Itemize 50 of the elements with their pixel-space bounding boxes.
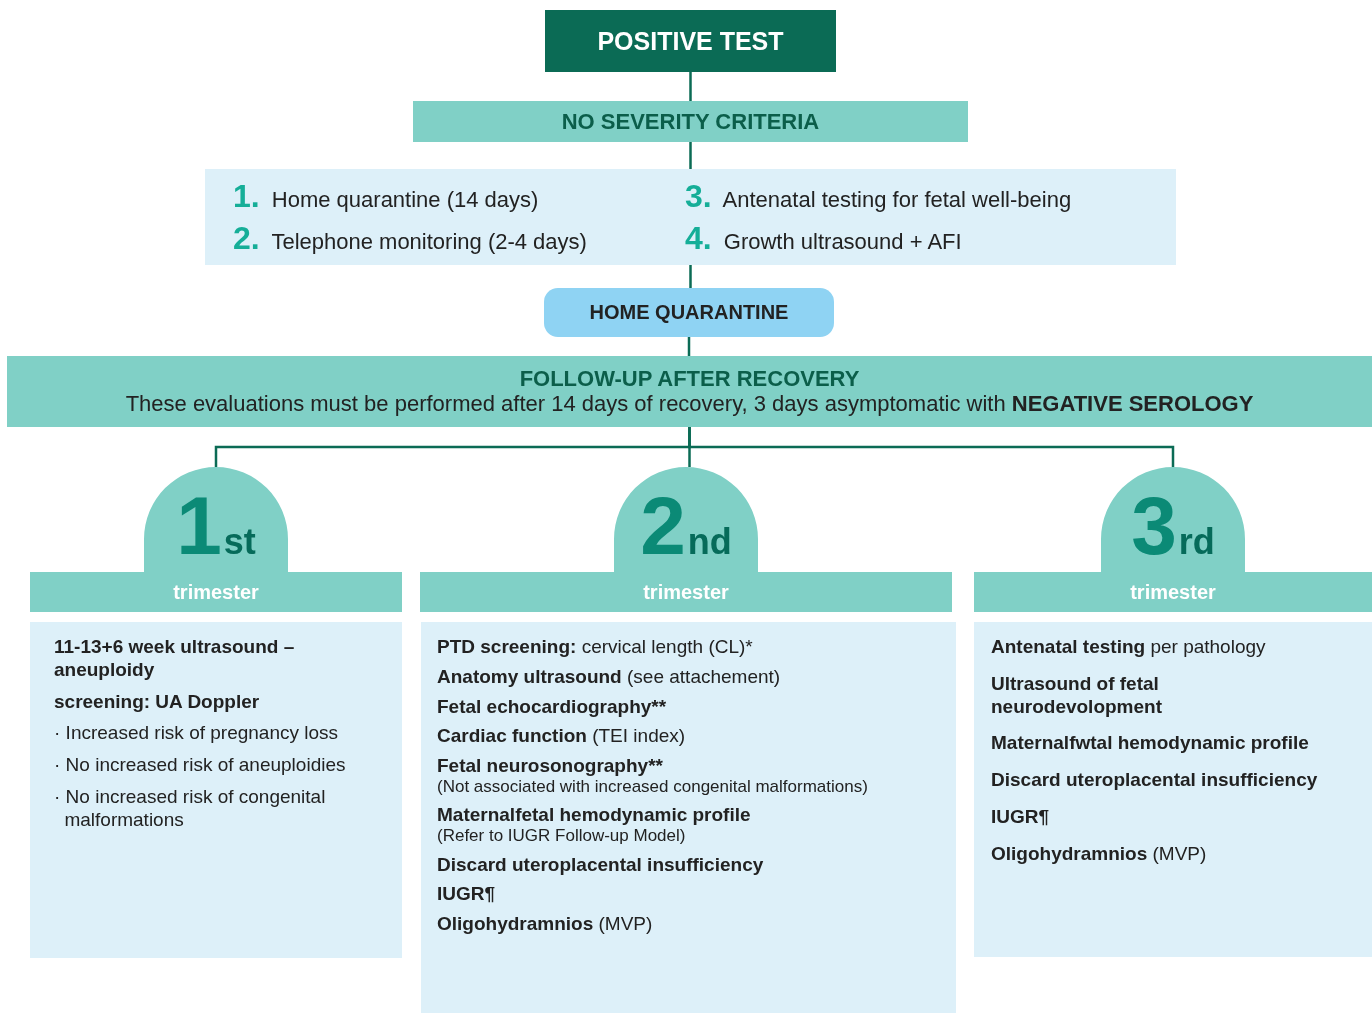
header-box xyxy=(413,101,968,142)
item-text: Anatomy ultrasound (see attachement) xyxy=(437,665,782,689)
item-text: Maternalfwtal hemodynamic profile xyxy=(991,732,1310,756)
connector-line xyxy=(687,337,691,356)
heading-text: HOME QUARANTINE xyxy=(589,301,789,324)
header-band xyxy=(7,356,1372,427)
steps-panel xyxy=(205,169,1176,265)
content-panel xyxy=(974,622,1372,957)
item-text: · Increased risk of pregnancy loss xyxy=(54,722,340,746)
step-item: 2. Telephone monitoring (2-4 days) xyxy=(233,219,588,257)
note-text: (Not associated with increased congenital malformations) xyxy=(437,777,869,798)
connector-line xyxy=(689,265,692,288)
content-panel xyxy=(421,622,956,1013)
heading-text: NO SEVERITY CRITERIA xyxy=(561,108,820,135)
item-text: IUGR¶ xyxy=(437,883,497,907)
item-text: Discard uteroplacental insufficiency xyxy=(437,853,765,877)
trimester-header xyxy=(974,467,1372,612)
item-text: Cardiac function (TEI index) xyxy=(437,725,687,749)
item-text: Fetal echocardiography** xyxy=(437,695,668,719)
item-text: · No increased risk of aneuploidies xyxy=(54,754,347,777)
step-item: 3. Antenatal testing for fetal well-being xyxy=(685,177,1073,215)
connector-line xyxy=(689,142,692,169)
label-text: trimester xyxy=(642,580,730,604)
title-text: POSITIVE TEST xyxy=(597,26,784,56)
item-text: Fetal neurosonography** xyxy=(437,755,664,778)
label-text: trimester xyxy=(172,580,260,604)
item-text: 11-13+6 week ultrasound – aneuploidy xyxy=(54,636,296,682)
item-text: Ultrasound of fetal neurodevolopment xyxy=(991,672,1163,719)
trimester-header xyxy=(30,467,402,612)
connector-line xyxy=(688,427,1175,467)
rounded-box xyxy=(544,288,834,337)
note-text: (Refer to IUGR Follow-up Model) xyxy=(437,826,687,847)
item-text: screening: UA Doppler xyxy=(54,690,261,714)
step-item: 4. Growth ultrasound + AFI xyxy=(685,219,963,257)
heading-text: FOLLOW-UP AFTER RECOVERY xyxy=(519,367,860,392)
item-text: Antenatal testing per pathology xyxy=(991,636,1267,659)
item-text: Discard uteroplacental insufficiency xyxy=(991,769,1319,792)
trimester-header xyxy=(420,467,952,612)
item-text: IUGR¶ xyxy=(991,806,1051,829)
item-text: Maternalfetal hemodynamic profile xyxy=(437,804,752,828)
start-box xyxy=(545,10,836,72)
connector-line xyxy=(689,72,692,101)
item-text: Oligohydramnios (MVP) xyxy=(991,842,1208,866)
item-text: Oligohydramnios (MVP) xyxy=(437,913,654,936)
item-text: · No increased risk of congenital malformations xyxy=(54,786,327,832)
note-text: These evaluations must be performed after 14 days of recovery, 3 days asymptomatic with NEGATIVE SEROLOGY xyxy=(125,391,1254,416)
content-panel xyxy=(30,622,402,958)
label-text: trimester xyxy=(1129,580,1217,604)
step-item: 1. Home quarantine (14 days) xyxy=(233,177,540,215)
item-text: PTD screening: cervical length (CL)* xyxy=(437,636,754,659)
